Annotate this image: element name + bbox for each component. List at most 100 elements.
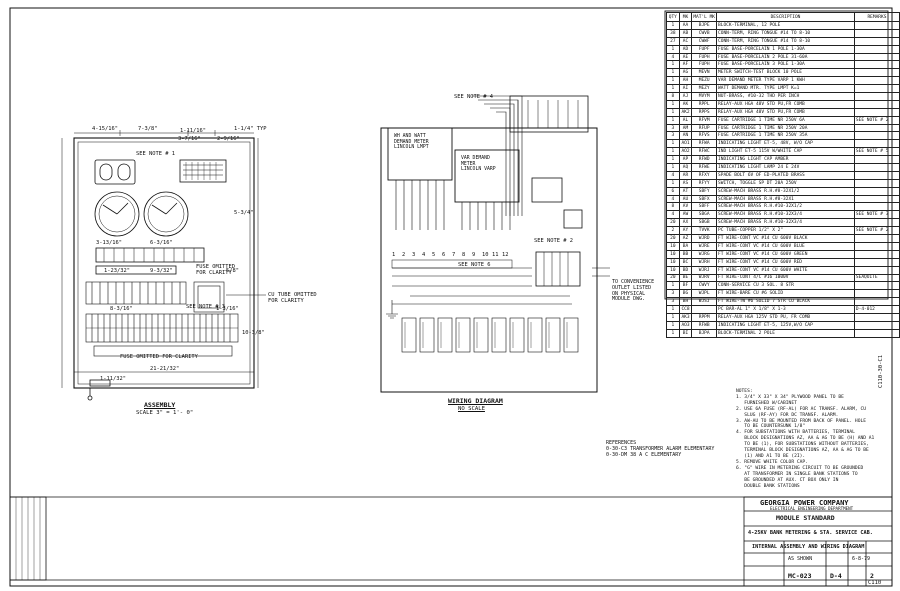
- bom-matl-mk: RFWD: [691, 155, 718, 165]
- wiring-terminal-row: [391, 259, 513, 269]
- bom-matl-mk: MEZU: [691, 76, 718, 86]
- bom-remarks: [853, 241, 900, 251]
- bom-description: FT WIRE-CONT VC #14 CU 600V GREEN: [716, 249, 855, 259]
- title-module: MODULE STANDARD: [776, 514, 835, 522]
- bom-mk: AM: [678, 123, 693, 133]
- bom-matl-mk: WJRJ: [691, 265, 718, 275]
- bom-qty: 1: [666, 178, 680, 188]
- wiring-terminal-number: 5: [432, 252, 436, 258]
- bom-mk: AO3: [678, 320, 693, 330]
- wiring-terminal-number: 6: [442, 252, 446, 258]
- bom-qty: 4: [666, 170, 680, 180]
- bom-matl-mk: WJPL: [691, 289, 718, 299]
- bom-remarks: [853, 155, 900, 165]
- bom-mk: AK2: [678, 107, 693, 117]
- bom-remarks: [853, 28, 900, 38]
- bom-matl-mk: CWWF: [691, 36, 718, 46]
- bom-mk: AJ: [678, 92, 693, 101]
- bom-remarks: [853, 249, 900, 259]
- bom-remarks: [853, 265, 900, 275]
- bom-description: IND LIGHT ET-5 115V W/WHITE CAP: [716, 147, 855, 157]
- bom-remarks: [853, 186, 900, 196]
- wiring-view: [380, 95, 610, 393]
- bom-description: FT WIRE-CONT VC #14 CU 600V WHITE: [716, 265, 855, 275]
- bom-mk: AZ: [678, 234, 693, 243]
- bom-matl-mk: MVYM: [691, 92, 718, 101]
- title-drawing-number: MC-023: [788, 572, 812, 580]
- bom-remarks: SEAQUITE: [853, 273, 900, 283]
- bom-qty: 1: [666, 76, 680, 86]
- assembly-title: ASSEMBLY: [144, 401, 176, 409]
- bom-matl-mk: RPPS: [691, 107, 718, 117]
- bom-description: SCREW-MACH BRASS R.H.#8-32X1/2: [716, 186, 855, 196]
- bom-qty: 3: [666, 297, 680, 307]
- assembly-dim-d1: 4-15/16": [92, 126, 118, 132]
- bom-matl-mk: WJRH: [691, 257, 718, 267]
- bom-matl-mk: WJRD: [691, 234, 718, 243]
- bom-description: PC BAR-AL 1" X 1/8" X 1-3: [716, 305, 855, 314]
- reference-item: 0-30-C3 TRANSFORMER ALARM ELEMENTARY: [606, 446, 715, 452]
- bom-matl-mk: CWVB: [691, 28, 718, 38]
- bom-mk: AG: [678, 68, 693, 78]
- bom-matl-mk: MEZY: [691, 84, 718, 94]
- title-line1: 4-25KV BANK METERING & STA. SERVICE CAB.: [748, 530, 873, 536]
- bom-qty: 1: [666, 281, 680, 291]
- note-item: 2. USE 6A FUSE (RF-AL) FOR AC TRANSF. AL…: [736, 406, 866, 418]
- reference-item: 0-30-DM 38 A C ELEMENTARY: [606, 452, 682, 458]
- bom-remarks: [853, 170, 900, 180]
- bom-qty: 10: [666, 265, 680, 275]
- assembly-dim-d15: 5/8": [226, 268, 239, 274]
- bom-matl-mk: RFYY: [691, 178, 718, 188]
- title-corner-code: C110: [868, 580, 882, 586]
- bom-qty: 1: [666, 44, 680, 54]
- bom-qty: 6: [666, 186, 680, 196]
- bom-mk: BF: [678, 281, 693, 291]
- bom-matl-mk: BJPE: [691, 21, 718, 30]
- bom-description: INDICATING LIGHT ET-5, 48V, W/O CAP: [716, 139, 855, 149]
- bom-description: CONN-SERVICE CU 3 SOL. 8 STR: [716, 281, 855, 291]
- bom-col-qty: QTY: [666, 12, 680, 22]
- bom-description: FT WIRE-BARE CU #6 SOLID: [716, 289, 855, 299]
- wiring-note-2: SEE NOTE # 2: [534, 238, 573, 244]
- assembly-dim-d5: 1-11/16": [180, 128, 206, 134]
- bom-description: FUSE CARTRIDGE 1 TIME NR 250V 20A: [716, 123, 855, 133]
- bom-remarks: [853, 131, 900, 141]
- bom-qty: 27: [666, 36, 680, 46]
- bom-mk: AU: [678, 194, 693, 204]
- bom-qty: 1: [666, 312, 680, 322]
- bom-remarks: [853, 21, 900, 30]
- bom-matl-mk: MEVN: [691, 68, 718, 78]
- wiring-terminal-number: 8: [462, 252, 466, 258]
- bom-qty: 20: [666, 234, 680, 243]
- bom-remarks: SEE NOTE # 2: [853, 226, 900, 236]
- bom-qty: 1: [666, 115, 680, 125]
- bom-description: SWITCH, TOGGLE SP DT 20A 250V: [716, 178, 855, 188]
- bom-description: FUSE CARTRIDGE 1 TIME NR 250V 6A: [716, 115, 855, 125]
- bom-qty: 1: [666, 107, 680, 117]
- bom-remarks: [853, 60, 900, 70]
- bom-matl-mk: BJPA: [691, 328, 718, 338]
- bom-matl-mk: RFWB: [691, 320, 718, 330]
- bom-matl-mk: WJRV: [691, 273, 718, 283]
- assembly-dim-d9: 1-23/32": [104, 268, 130, 274]
- bom-qty: 4: [666, 194, 680, 204]
- bom-mk: AB: [678, 28, 693, 38]
- wiring-terminal-number: 9: [472, 252, 476, 258]
- bom-remarks: [853, 76, 900, 86]
- bom-matl-mk: RPPL: [691, 99, 718, 109]
- assembly-dim-d13: 21-21/32": [150, 366, 180, 372]
